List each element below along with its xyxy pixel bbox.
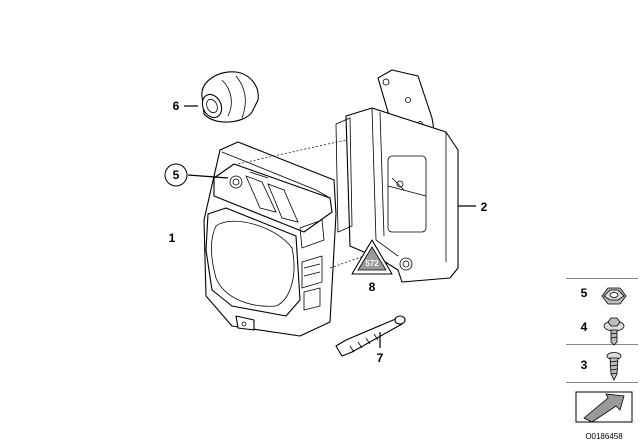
document-id: O0186458 bbox=[585, 432, 623, 441]
grommet-part-6 bbox=[201, 71, 259, 123]
callout-5: 5 bbox=[173, 168, 180, 182]
bracket-part-2 bbox=[335, 69, 459, 283]
leader-lines bbox=[184, 105, 476, 348]
control-unit-part-1 bbox=[203, 141, 337, 337]
legend-number-4: 4 bbox=[581, 320, 588, 334]
hex-nut-icon bbox=[601, 287, 627, 305]
callout-6: 6 bbox=[173, 99, 180, 113]
stud-bolt-part-7 bbox=[335, 315, 406, 357]
callout-8: 8 bbox=[369, 280, 376, 294]
callout-7: 7 bbox=[377, 351, 384, 365]
callout-1: 1 bbox=[169, 231, 176, 245]
callout-labels: 6 2 1 5 8 7 bbox=[164, 99, 488, 365]
self-tapping-screw-icon bbox=[606, 352, 622, 381]
flange-bolt-icon bbox=[603, 317, 625, 346]
callout-2: 2 bbox=[481, 200, 488, 214]
legend-number-5: 5 bbox=[581, 286, 588, 300]
warning-label-part-8: 572 bbox=[351, 239, 393, 275]
warning-label-text: 572 bbox=[365, 259, 379, 268]
callout-5-circle bbox=[164, 163, 188, 187]
legend-number-3: 3 bbox=[581, 358, 588, 372]
hardware-legend: 5 4 3 bbox=[566, 278, 638, 423]
direction-arrow-icon bbox=[575, 391, 633, 423]
